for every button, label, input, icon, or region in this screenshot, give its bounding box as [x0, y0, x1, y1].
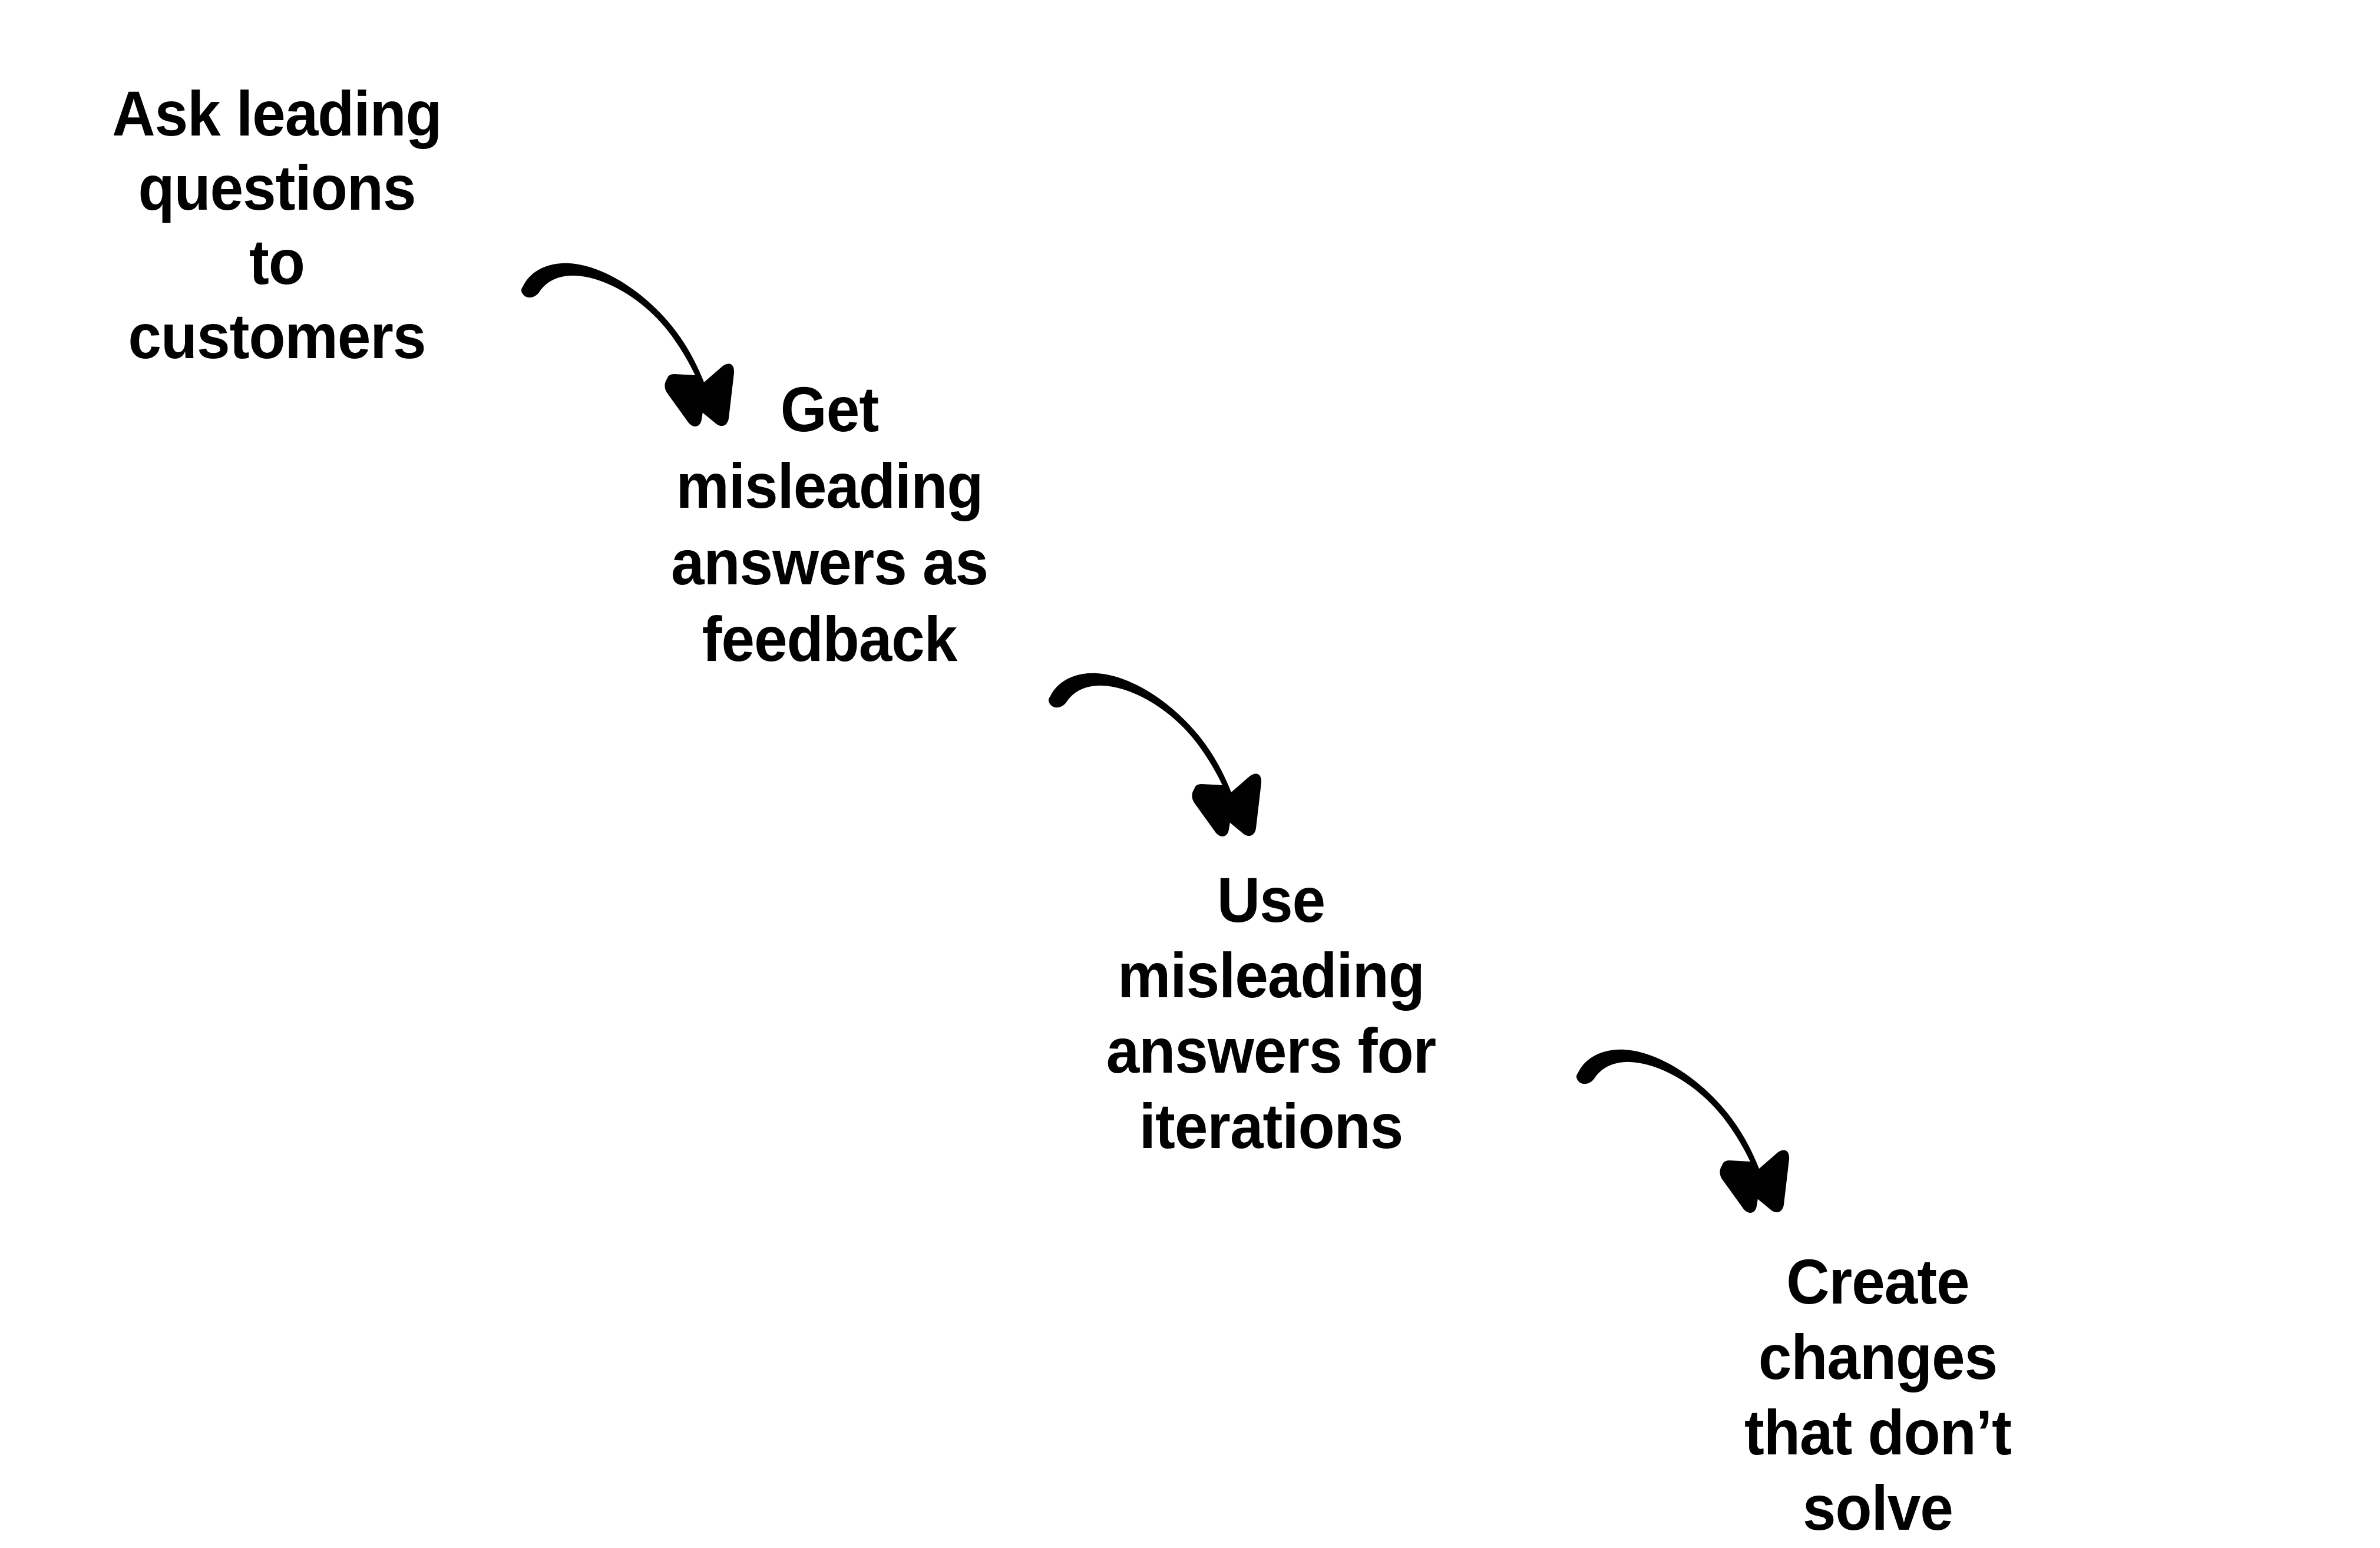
flow-step-1-label: Ask leading questions to customers [112, 78, 442, 372]
flow-step-3-label: Use misleading answers for iterations [1106, 864, 1436, 1162]
curved-arrow-down-right-icon [519, 262, 735, 426]
flow-step-4-label: Create changes that don’t solve the prob… [1710, 1246, 2047, 1548]
flow-step-2-label: Get misleading answers as feedback [670, 373, 989, 674]
curved-arrow-down-right-icon [1046, 672, 1262, 836]
curved-arrow-down-right-icon [1574, 1048, 1790, 1213]
